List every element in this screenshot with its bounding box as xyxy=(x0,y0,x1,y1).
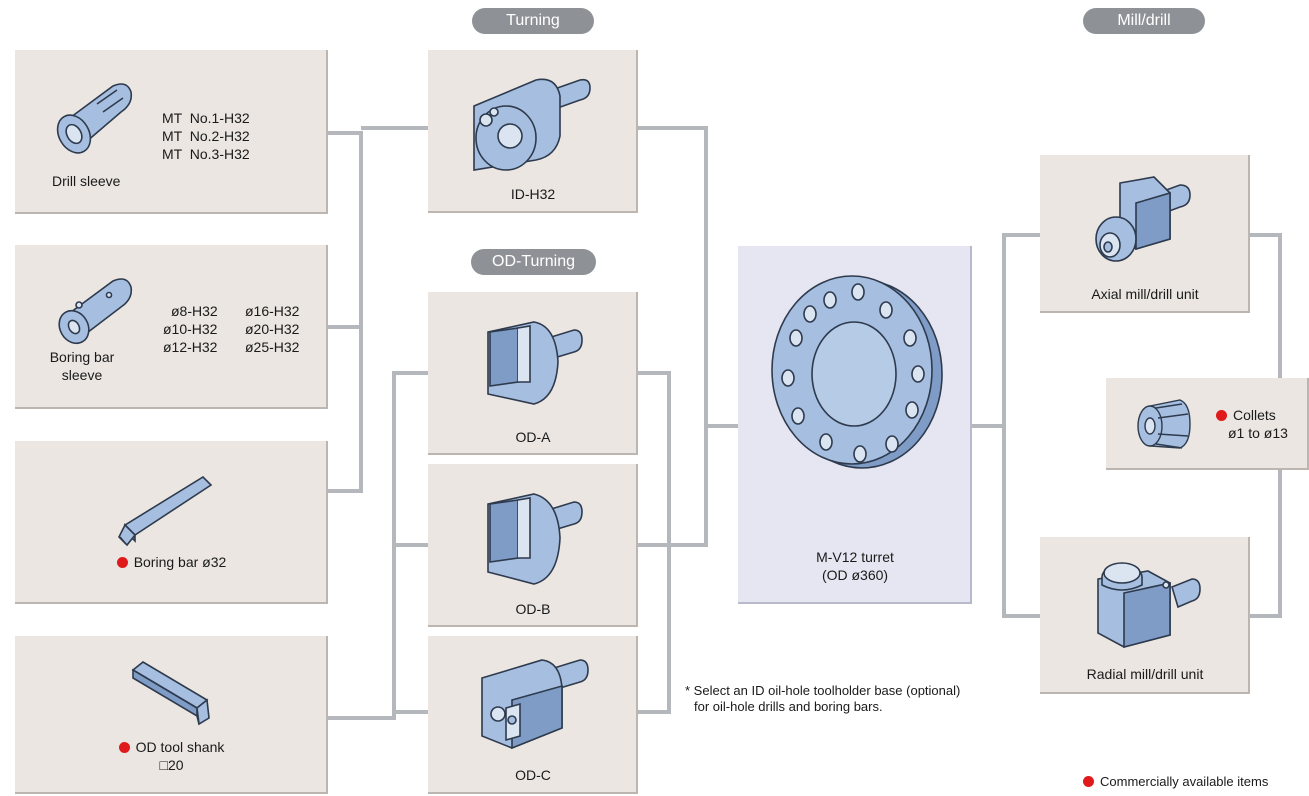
od-a-icon xyxy=(487,321,583,405)
mill-drill-header: Mill/drill xyxy=(1083,8,1205,34)
boring-bar-sleeve-icon xyxy=(58,278,133,345)
legend-label: Commercially available items xyxy=(1100,774,1269,789)
od-tool-shank-icon xyxy=(131,661,210,726)
od-a-box: OD-A xyxy=(428,292,638,455)
commercial-dot xyxy=(1083,776,1094,787)
legend: Commercially available items xyxy=(1083,774,1268,790)
radial-unit-icon xyxy=(1097,562,1201,649)
od-c-label: OD-C xyxy=(515,767,551,783)
turret-icon xyxy=(771,275,943,469)
oil-hole-note-2: for oil-hole drills and boring bars. xyxy=(694,699,883,714)
drill-sleeve-spec-3: MT No.3-H32 xyxy=(162,146,250,162)
commercial-dot xyxy=(1216,410,1227,421)
radial-unit-label: Radial mill/drill unit xyxy=(1086,666,1204,682)
connector-to-mill xyxy=(972,233,1040,618)
od-tool-shank-label-2: □20 xyxy=(159,757,184,773)
boring-bar-sleeve-label-2: sleeve xyxy=(61,367,103,383)
connector-to-collets xyxy=(1250,233,1282,618)
boring-bar-sleeve-box: Boring bar sleeve ø8-H32 ø10-H32 ø12-H32… xyxy=(15,245,328,409)
turret-box: M-V12 turret (OD ø360) xyxy=(738,246,972,604)
id-h32-label: ID-H32 xyxy=(510,186,556,202)
connector-to-turret xyxy=(638,126,738,547)
turret-label-1: M-V12 turret xyxy=(816,549,894,565)
od-tool-shank-box: OD tool shank □20 xyxy=(15,636,328,794)
axial-unit-icon xyxy=(1095,176,1191,262)
bbs-spec-b1: ø16-H32 xyxy=(245,303,300,319)
boring-bar-box: Boring bar ø32 xyxy=(15,441,328,604)
drill-sleeve-icon xyxy=(56,83,133,154)
collets-label-1: Collets xyxy=(1216,406,1276,424)
bbs-spec-b3: ø25-H32 xyxy=(245,339,300,355)
bbs-spec-a3: ø12-H32 xyxy=(163,339,218,355)
radial-unit-box: Radial mill/drill unit xyxy=(1040,537,1250,694)
od-a-label: OD-A xyxy=(515,429,551,445)
boring-bar-icon xyxy=(118,475,213,547)
od-c-icon xyxy=(481,659,589,750)
axial-unit-box: Axial mill/drill unit xyxy=(1040,155,1250,313)
turret-label-2: (OD ø360) xyxy=(821,567,889,583)
od-c-box: OD-C xyxy=(428,636,638,794)
bbs-spec-a2: ø10-H32 xyxy=(163,321,218,337)
id-h32-box: ID-H32 xyxy=(428,50,638,213)
commercial-dot xyxy=(118,742,130,753)
bbs-spec-b2: ø20-H32 xyxy=(245,321,300,337)
od-b-icon xyxy=(487,493,583,585)
od-b-label: OD-B xyxy=(515,601,551,617)
od-turning-header: OD-Turning xyxy=(471,249,596,275)
boring-bar-label: Boring bar ø32 xyxy=(15,553,328,571)
collets-label-2: ø1 to ø13 xyxy=(1228,425,1288,441)
od-tool-shank-label-1: OD tool shank xyxy=(15,738,328,756)
od-b-box: OD-B xyxy=(428,464,638,627)
drill-sleeve-spec-1: MT No.1-H32 xyxy=(162,110,250,126)
bbs-spec-a1: ø8-H32 xyxy=(171,303,218,319)
axial-unit-label: Axial mill/drill unit xyxy=(1091,286,1199,302)
collets-icon xyxy=(1137,399,1191,449)
drill-sleeve-spec-2: MT No.2-H32 xyxy=(162,128,250,144)
commercial-dot xyxy=(116,557,128,568)
oil-hole-note-1: * Select an ID oil-hole toolholder base … xyxy=(685,683,961,698)
drill-sleeve-label: Drill sleeve xyxy=(52,173,121,189)
turning-header: Turning xyxy=(472,8,594,34)
collets-box: Collets ø1 to ø13 xyxy=(1106,378,1309,470)
connector-od-right xyxy=(638,371,671,714)
id-h32-icon xyxy=(473,78,591,171)
connector-left-trunk xyxy=(328,126,428,493)
connector-od-trunk xyxy=(328,371,428,720)
boring-bar-sleeve-label-1: Boring bar xyxy=(49,349,115,365)
drill-sleeve-box: Drill sleeve MT No.1-H32 MT No.2-H32 MT … xyxy=(15,50,328,214)
